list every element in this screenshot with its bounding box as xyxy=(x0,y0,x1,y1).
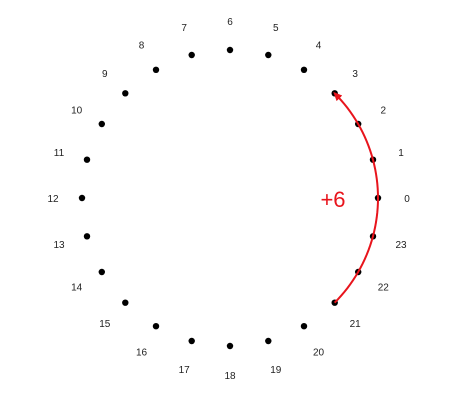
position-dot-17 xyxy=(188,337,195,345)
position-label-18: 18 xyxy=(224,371,236,382)
position-label-22: 22 xyxy=(378,283,390,294)
position-label-16: 16 xyxy=(136,347,148,358)
position-label-23: 23 xyxy=(395,240,407,251)
position-label-9: 9 xyxy=(102,69,108,80)
position-dot-14 xyxy=(98,268,106,276)
position-dot-16 xyxy=(152,323,160,330)
position-dot-5 xyxy=(265,51,272,59)
position-label-15: 15 xyxy=(99,319,111,330)
position-dot-4 xyxy=(300,66,308,74)
position-label-4: 4 xyxy=(316,41,322,52)
position-label-13: 13 xyxy=(53,240,65,251)
position-label-7: 7 xyxy=(181,23,187,34)
shift-label: +6 xyxy=(320,187,345,212)
position-label-0: 0 xyxy=(404,194,410,205)
position-dot-8 xyxy=(152,66,160,74)
position-label-6: 6 xyxy=(227,17,233,28)
position-label-17: 17 xyxy=(179,365,191,376)
position-dot-19 xyxy=(265,337,272,345)
position-label-11: 11 xyxy=(54,148,65,159)
position-label-19: 19 xyxy=(270,365,282,376)
shift-arc xyxy=(333,91,380,304)
position-label-2: 2 xyxy=(381,106,387,117)
position-label-20: 20 xyxy=(313,347,325,358)
position-label-10: 10 xyxy=(71,106,83,117)
position-dot-10 xyxy=(98,120,106,128)
position-dot-18 xyxy=(226,342,234,350)
position-label-5: 5 xyxy=(273,23,279,34)
position-label-8: 8 xyxy=(139,41,145,52)
position-dot-20 xyxy=(300,323,308,330)
position-dot-7 xyxy=(188,51,195,59)
position-dot-9 xyxy=(122,90,129,97)
position-dot-12 xyxy=(78,194,86,202)
position-label-21: 21 xyxy=(350,319,362,330)
position-dot-11 xyxy=(83,156,91,163)
position-label-3: 3 xyxy=(352,69,358,80)
position-dot-6 xyxy=(226,46,234,54)
position-label-1: 1 xyxy=(398,148,404,159)
position-label-12: 12 xyxy=(47,194,59,205)
position-dot-15 xyxy=(122,299,129,306)
position-label-14: 14 xyxy=(71,283,83,294)
position-dot-13 xyxy=(83,233,91,240)
